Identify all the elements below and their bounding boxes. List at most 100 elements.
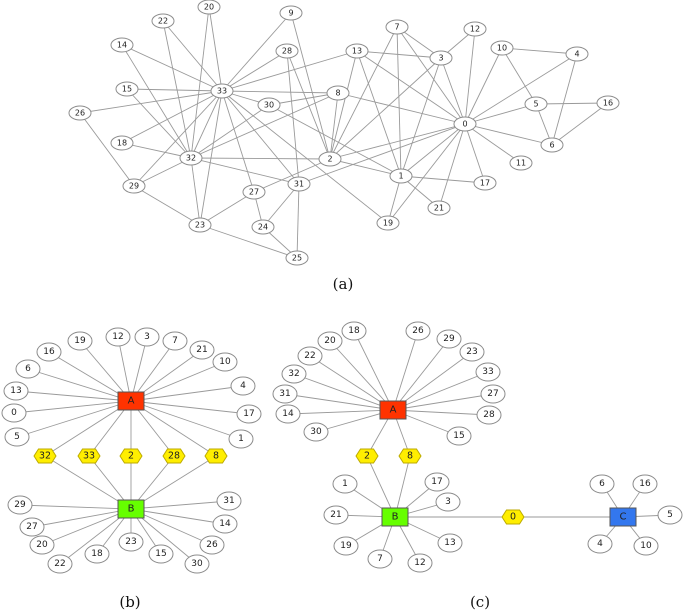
network-edge [162,20,192,159]
bridge-edge [394,455,411,518]
node-shape [275,43,299,59]
network-edge [400,175,486,184]
community-edge [27,368,132,402]
bridge-node: 8 [204,448,228,464]
graph-node: 23 [188,217,212,233]
graph-node: 11 [509,155,533,171]
member-node-label: 29 [14,500,26,510]
graph-node: 6 [15,359,41,379]
member-node-label: 15 [453,431,464,441]
network-edge [329,26,398,160]
graph-node: 21 [427,200,451,216]
graph-node: 22 [151,13,175,29]
node-label: 3 [438,54,443,63]
network-edge [329,50,358,160]
network-edge [400,123,466,177]
member-node-label: 1 [342,479,348,489]
member-node-label: 32 [288,369,299,379]
community-edge [130,400,242,440]
member-node-label: 30 [191,559,203,569]
panel-b-caption: (b) [119,593,140,611]
network-edge [464,123,553,146]
network-edge [190,157,331,160]
community-edge [130,508,226,525]
graph-node: 26 [199,535,225,555]
network-edge [400,57,442,177]
network-edge [199,191,255,226]
graph-node: 27 [480,384,506,404]
node-shape [405,321,431,341]
graph-node: 31 [272,384,298,404]
community-edge [19,504,132,510]
member-node-label: 3 [144,332,150,342]
network-edge [221,50,288,92]
graph-node: 32 [179,150,203,166]
member-node-label: 19 [340,541,352,551]
community-edge [392,330,419,411]
node-shape [480,384,506,404]
graph-node: 19 [67,331,93,351]
bridge-node: 33 [77,448,101,464]
node-label: 12 [470,25,480,34]
graph-node: 13 [345,43,369,59]
network-edge [286,50,300,185]
network-edge [262,183,300,228]
graph-node: 0 [453,116,477,132]
community-edge [48,351,132,402]
graph-node: 30 [303,422,329,442]
graph-node: 18 [84,544,110,564]
community-edge [130,400,250,415]
node-shape [436,329,462,349]
node-shape [242,184,266,200]
member-node-label: 31 [279,389,290,399]
node-shape [19,517,45,537]
member-node-label: 29 [443,334,455,344]
community-edge [392,338,450,411]
network-edge [268,92,339,106]
node-shape [437,533,463,553]
node-shape [446,426,472,446]
network-edge [551,102,609,146]
member-node-label: 16 [639,479,651,489]
node-shape [110,135,134,151]
node-shape [36,342,62,362]
network-edge [221,90,255,193]
network-edge [190,157,300,185]
member-node-label: 22 [54,559,65,569]
graph-node: 27 [242,184,266,200]
network-edge [221,12,292,92]
network-edge [356,50,402,177]
network-edge [290,12,331,160]
graph-node: 0 [1,403,27,423]
node-label: 22 [158,17,168,26]
graph-node: 7 [162,331,188,351]
panel-c-edges [284,330,671,564]
graph-node: 27 [19,517,45,537]
member-node-label: 33 [482,367,493,377]
graph-node: 10 [490,40,514,56]
graph-node: 7 [385,19,409,35]
network-edge [221,90,300,185]
member-node-label: 26 [206,540,218,550]
bridge-node-shape [204,448,228,464]
node-shape [148,544,174,564]
graph-node: 16 [632,474,658,494]
member-node-label: 13 [10,386,21,396]
bridge-node-label: 8 [213,451,219,462]
network-edge [79,112,135,187]
node-shape [272,384,298,404]
graph-node: 33 [475,362,501,382]
community-node-shape [609,507,637,527]
bridge-node-label: 28 [168,451,180,462]
graph-node: 10 [633,536,659,556]
network-edge [464,47,503,125]
node-shape [385,19,409,35]
node-shape [435,492,461,512]
bridge-node-shape [119,448,143,464]
graph-node: 3 [134,327,160,347]
graph-node: 16 [596,95,620,111]
graph-node: 13 [437,533,463,553]
